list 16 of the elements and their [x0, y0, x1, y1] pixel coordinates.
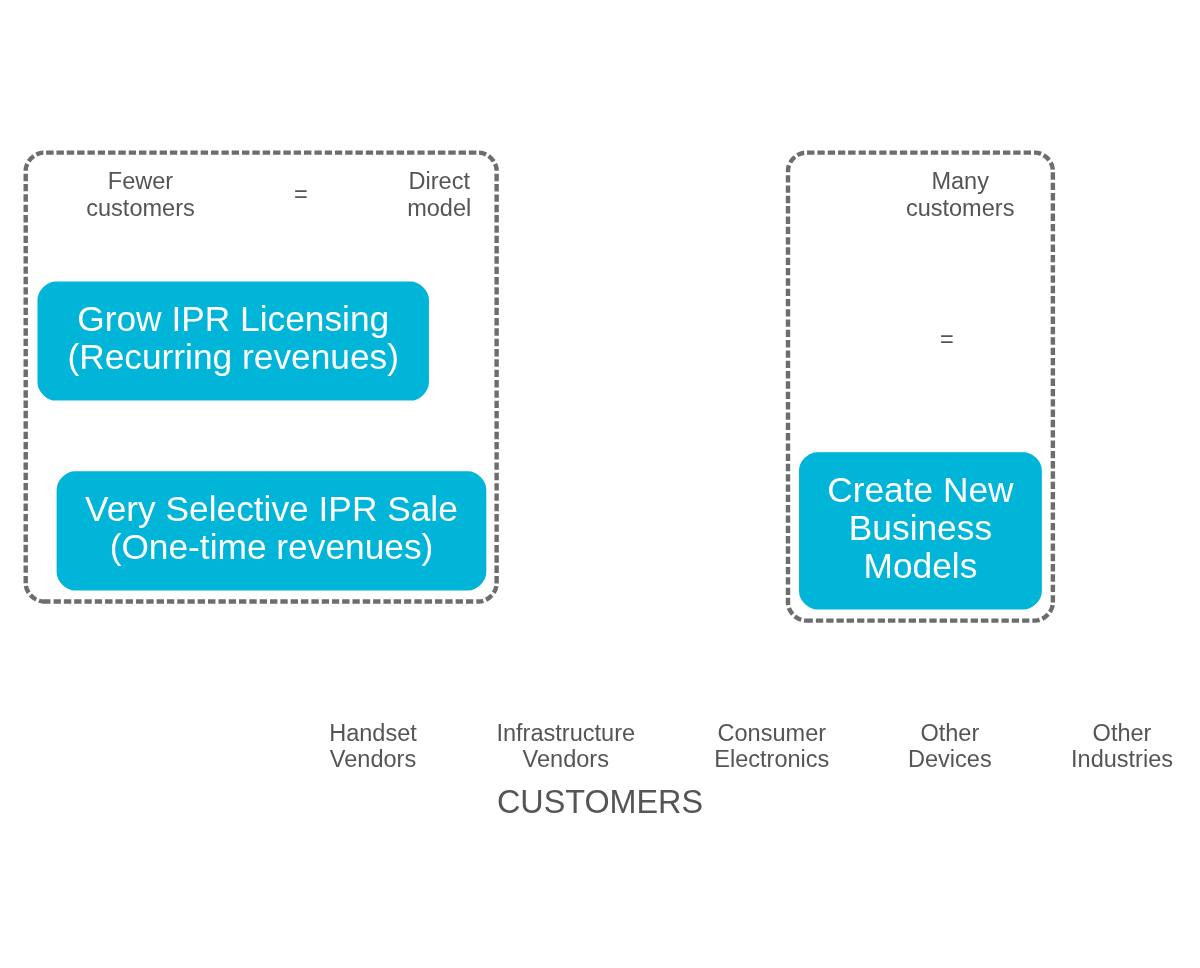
node-box: Grow IPR Licensing (Recurring revenues) [37, 280, 429, 401]
label: Other Devices [908, 719, 992, 772]
label: Fewer customers [86, 167, 195, 221]
label: = [940, 325, 954, 352]
label: Handset Vendors [329, 719, 417, 772]
label: Consumer Electronics [714, 719, 830, 772]
label: = [294, 180, 308, 207]
label: Many customers [905, 167, 1015, 221]
cluster [23, 149, 499, 604]
label: Infrastructure Vendors [496, 719, 636, 772]
cluster [785, 149, 1056, 623]
diagram-title: CUSTOMERS [496, 783, 704, 820]
label: Other Industries [1071, 719, 1174, 772]
label: Direct model [407, 167, 472, 221]
node-box: Create New Business Models [799, 451, 1042, 610]
node-box: Very Selective IPR Sale (One-time revenues) [56, 470, 487, 590]
